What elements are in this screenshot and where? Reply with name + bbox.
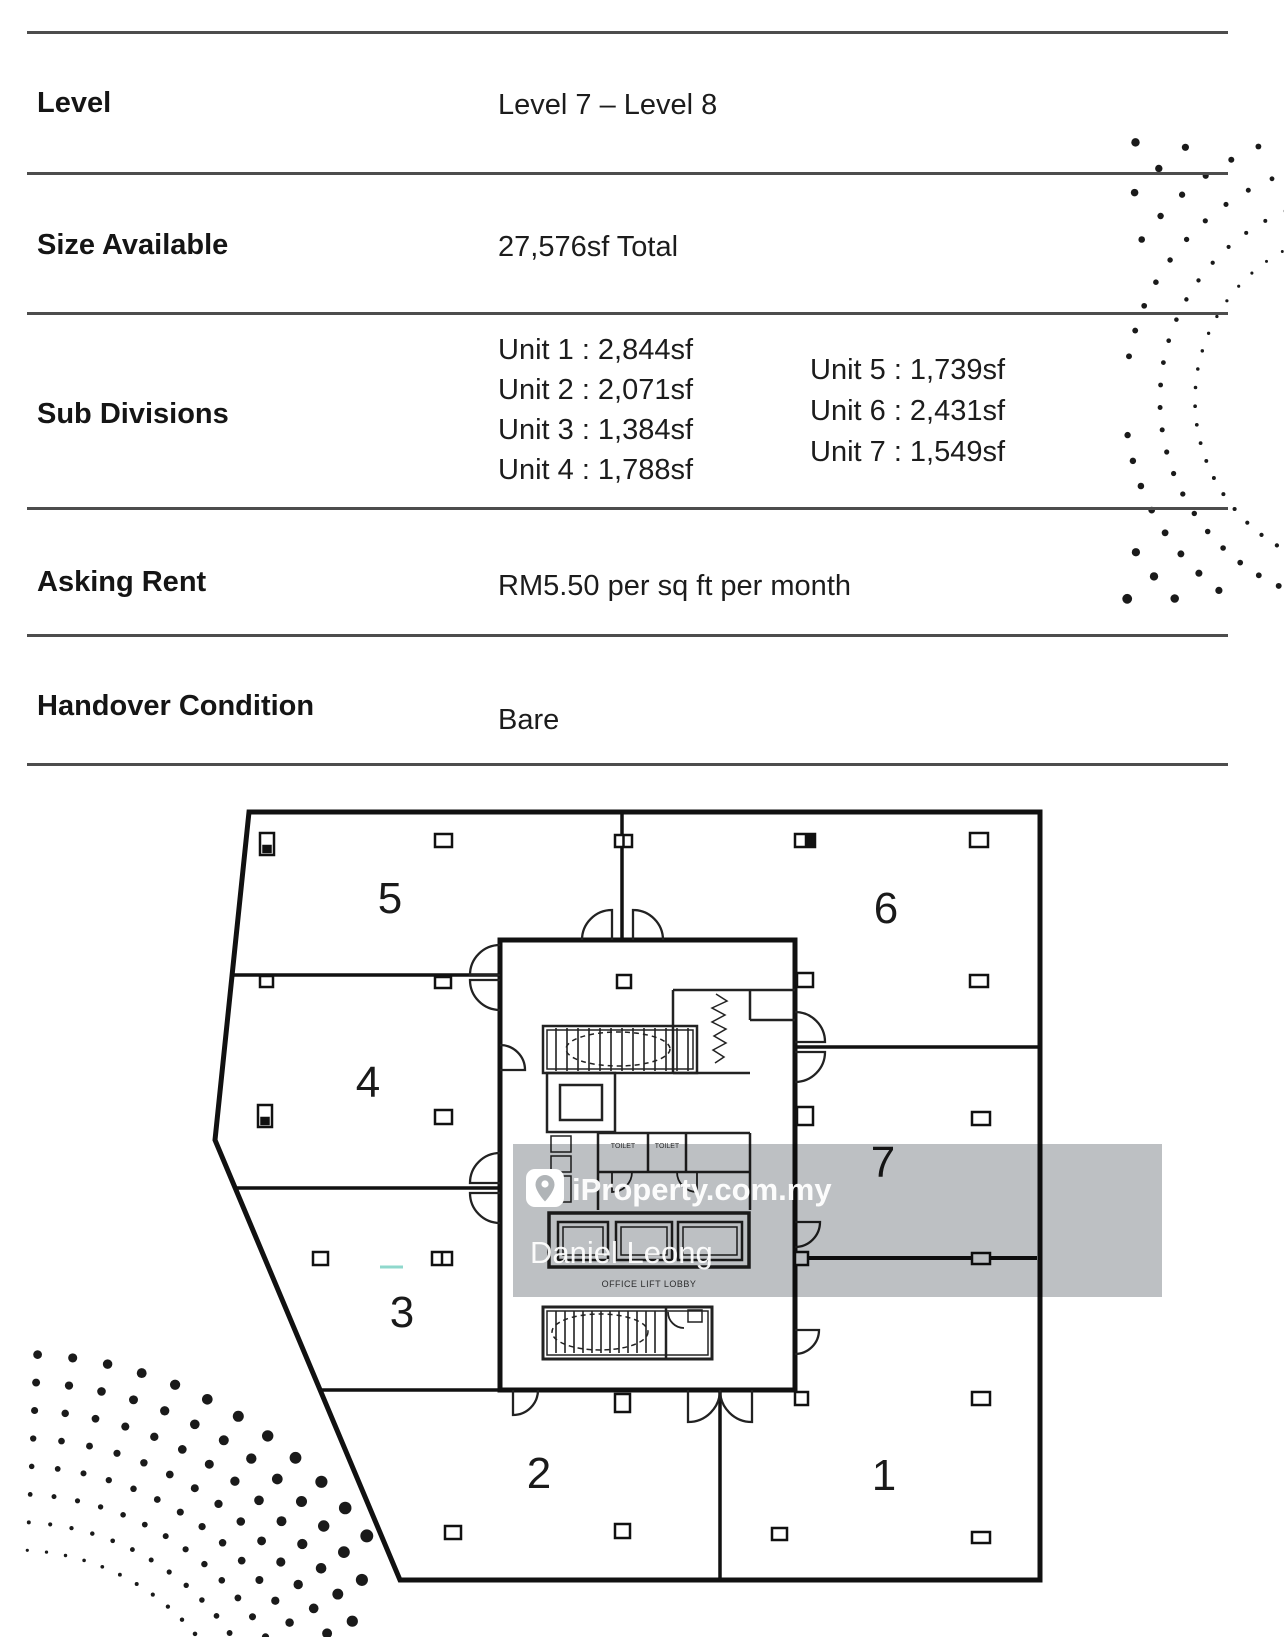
divider-6 bbox=[27, 763, 1228, 766]
watermark-agent-text: Daniel Leong bbox=[530, 1235, 713, 1270]
unit-size-line: Unit 6 : 2,431sf bbox=[810, 395, 1006, 427]
divider-2 bbox=[27, 172, 1228, 175]
unit-5-label: 5 bbox=[378, 874, 402, 923]
unit-size-line: Unit 4 : 1,788sf bbox=[498, 454, 694, 486]
unit-size-line: Unit 7 : 1,549sf bbox=[810, 436, 1006, 468]
handover-condition-label: Handover Condition bbox=[37, 690, 315, 722]
sub-divisions-column-1: Unit 1 : 2,844sf Unit 2 : 2,071sf Unit 3… bbox=[498, 330, 693, 490]
level-value: Level 7 – Level 8 bbox=[498, 89, 718, 121]
unit-size-line: Unit 3 : 1,384sf bbox=[498, 414, 694, 446]
divider-3 bbox=[27, 312, 1228, 315]
sub-divisions-label: Sub Divisions bbox=[37, 398, 229, 430]
size-available-label: Size Available bbox=[37, 229, 229, 261]
watermark: iProperty.com.my Daniel Leong bbox=[526, 1169, 832, 1270]
unit-2-label: 2 bbox=[527, 1449, 551, 1498]
unit-3-label: 3 bbox=[390, 1288, 414, 1337]
unit-1-label: 1 bbox=[872, 1451, 896, 1500]
unit-size-line: Unit 5 : 1,739sf bbox=[810, 354, 1006, 386]
partition-walls bbox=[232, 812, 1040, 1580]
unit-4-label: 4 bbox=[356, 1058, 380, 1107]
halftone-dots-top-right-decoration bbox=[1122, 138, 1284, 604]
unit-size-line: Unit 2 : 2,071sf bbox=[498, 374, 694, 406]
level-label: Level bbox=[37, 87, 112, 119]
watermark-band bbox=[513, 1144, 1162, 1297]
divider-4 bbox=[27, 507, 1228, 510]
handover-condition-value: Bare bbox=[498, 704, 560, 736]
asking-rent-label: Asking Rent bbox=[37, 566, 207, 598]
stair-treads bbox=[555, 1028, 689, 1353]
divider-1 bbox=[27, 31, 1228, 34]
size-available-value: 27,576sf Total bbox=[498, 231, 679, 263]
halftone-dots-bottom-left-decoration bbox=[25, 1350, 374, 1637]
map-pin-icon bbox=[526, 1169, 564, 1207]
unit-size-line: Unit 1 : 2,844sf bbox=[498, 334, 694, 366]
divider-5 bbox=[27, 634, 1228, 637]
watermark-brand-text: iProperty.com.my bbox=[572, 1172, 832, 1207]
unit-6-label: 6 bbox=[874, 884, 898, 933]
asking-rent-value: RM5.50 per sq ft per month bbox=[498, 570, 851, 602]
sub-divisions-column-2: Unit 5 : 1,739sf Unit 6 : 2,431sf Unit 7… bbox=[810, 350, 1005, 473]
